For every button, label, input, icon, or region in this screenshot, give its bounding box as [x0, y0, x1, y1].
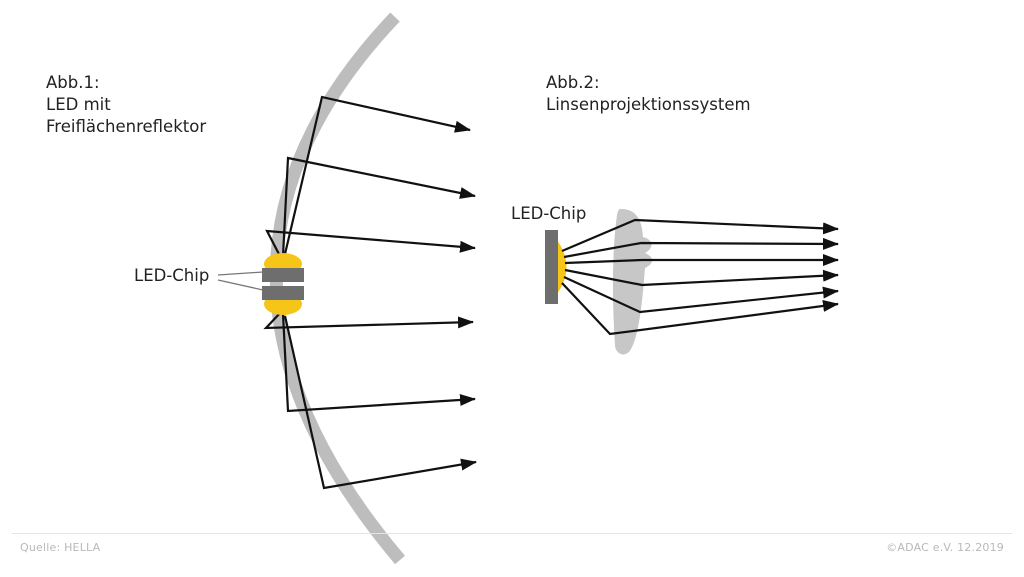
ray-5: [281, 313, 476, 413]
fig1-chip-label: LED-Chip: [134, 266, 210, 285]
ray-6: [283, 315, 477, 490]
proj-ray-2: [563, 237, 839, 259]
ray-3: [265, 229, 476, 259]
proj-ray-5: [563, 276, 839, 314]
ray-1: [283, 95, 471, 255]
fig1-caption-line-1: Abb.1:: [46, 73, 100, 92]
fig2-caption: Abb.2: Linsenprojektionssystem: [546, 72, 751, 116]
footer-source: Quelle: HELLA: [20, 541, 101, 554]
fig2-caption-line-2: Linsenprojektionssystem: [546, 95, 751, 114]
proj-ray-6: [561, 282, 839, 336]
led-light-fig2: [557, 240, 567, 294]
footer-divider: [12, 533, 1012, 534]
led-module-fig1: [262, 253, 304, 315]
reflected-rays: [263, 95, 477, 490]
proj-ray-3: [564, 254, 839, 266]
ray-2: [281, 156, 476, 257]
fig1-caption-line-2: LED mit: [46, 95, 111, 114]
fig2-caption-line-1: Abb.2:: [546, 73, 600, 92]
led-chip-upper: [262, 268, 304, 282]
led-chip-lower: [262, 286, 304, 300]
footer-copyright: ©ADAC e.V. 12.2019: [886, 541, 1004, 554]
fig1-caption-line-3: Freiflächenreflektor: [46, 117, 207, 136]
chip-leader-lines: [217, 271, 264, 291]
ray-4: [263, 311, 474, 330]
proj-ray-1: [561, 218, 839, 253]
fig1-caption: Abb.1: LED mit Freiflächenreflektor: [46, 72, 206, 138]
led-chip-fig2: [545, 230, 558, 304]
proj-ray-4: [564, 268, 839, 287]
projected-rays: [561, 218, 839, 336]
fig2-chip-label: LED-Chip: [511, 204, 587, 223]
